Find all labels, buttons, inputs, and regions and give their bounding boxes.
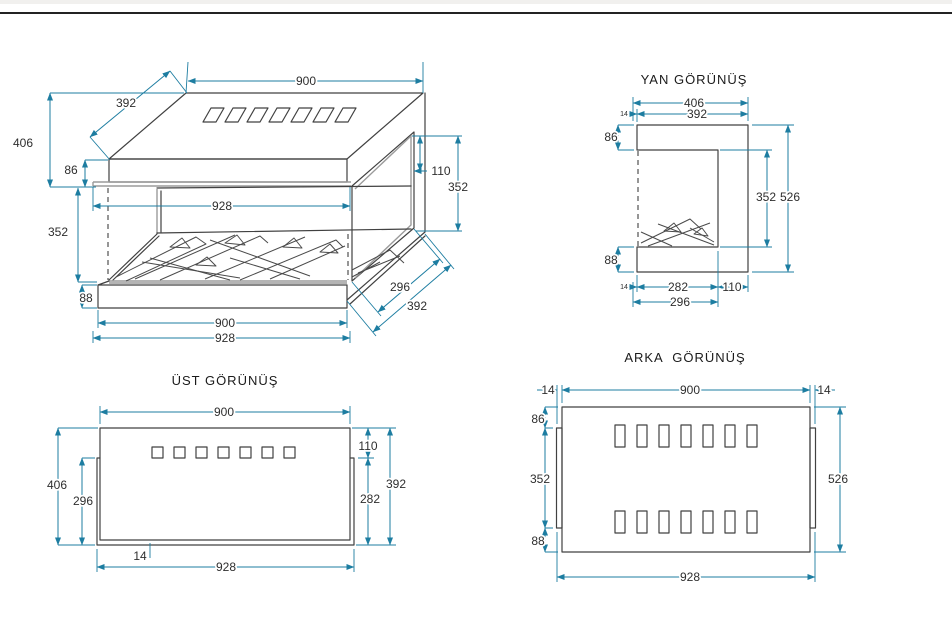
back-dim-extensions: [545, 385, 846, 582]
back-dim-width: 900: [680, 383, 700, 397]
back-view-title: ARKA GÖRÜNÜŞ: [624, 350, 745, 365]
side-dim-lines: [614, 99, 792, 306]
back-dim-outer-width: 928: [680, 570, 700, 584]
side-dim-bottom-inner: 282: [668, 280, 688, 294]
iso-front-band: [108, 158, 348, 183]
iso-dim-side-depth-total: 392: [407, 299, 427, 313]
top-dim-front-band: 110: [358, 439, 377, 453]
iso-right-opening: [351, 131, 415, 282]
top-dim-glass-left: 296: [73, 494, 93, 508]
iso-dim-side-frame-top: 110: [431, 164, 450, 178]
back-dim-top-band: 86: [531, 412, 545, 426]
side-logs: [640, 218, 715, 247]
top-dim-outer-width: 928: [216, 560, 236, 574]
top-view: ÜST GÖRÜNÜŞ: [45, 373, 408, 576]
iso-floor-front-edge: [109, 280, 347, 284]
window-top-strip: [0, 0, 952, 4]
iso-dim-inner-width: 928: [212, 199, 232, 213]
top-dim-depth-total: 406: [47, 478, 67, 492]
side-dim-top-band: 86: [604, 130, 618, 144]
iso-dim-base-height: 88: [79, 291, 93, 305]
isometric-view: 900 392 406 86 352 88 928 110 352 296 39…: [11, 61, 470, 347]
side-dim-opening-height: 352: [756, 190, 776, 204]
side-dim-height-total: 526: [780, 190, 800, 204]
side-dim-bottom-front: 296: [670, 295, 690, 309]
iso-dim-outer-width-bottom: 928: [215, 331, 235, 345]
back-vent-slots-bottom: [614, 510, 758, 534]
back-dim-tab-right: 14: [817, 383, 831, 397]
side-profile: [636, 124, 749, 273]
iso-dim-side-opening-height: 352: [448, 180, 468, 194]
side-dim-front-lip-top: 14: [620, 111, 628, 118]
top-glass-outline: [96, 457, 355, 546]
side-dim-bottom-back: 110: [722, 280, 741, 294]
back-dim-tab-left: 14: [541, 383, 555, 397]
iso-dim-width-bottom: 900: [215, 316, 235, 330]
back-dim-lines: [537, 386, 844, 581]
back-left-tab: [555, 427, 563, 529]
iso-right-glass: [354, 134, 412, 279]
back-dim-height-total: 526: [828, 472, 848, 486]
back-right-tab: [809, 427, 817, 529]
side-view-title: YAN GÖRÜNÜŞ: [641, 72, 748, 87]
iso-backwall-bottom: [156, 228, 412, 234]
back-dim-base: 88: [531, 534, 545, 548]
top-dim-glass-offset: 14: [133, 549, 147, 563]
back-panel-outline: [561, 406, 811, 553]
back-dim-middle: 352: [530, 472, 550, 486]
iso-ceiling-edge: [156, 185, 412, 189]
iso-top-face: [108, 92, 424, 160]
side-dim-depth-total: 406: [684, 96, 704, 110]
side-dim-base-height: 88: [604, 253, 618, 267]
iso-dim-depth-top: 392: [116, 96, 136, 110]
back-vent-slots-top: [614, 424, 758, 448]
side-view: YAN GÖRÜNÜŞ: [603, 72, 803, 311]
top-vent-squares: [151, 446, 296, 459]
top-dim-extensions: [58, 406, 396, 572]
top-rule: [0, 12, 952, 14]
iso-dim-opening-height: 352: [48, 225, 68, 239]
iso-dim-width-top: 900: [296, 74, 316, 88]
back-view: ARKA GÖRÜNÜŞ: [528, 350, 850, 586]
side-dim-depth-body: 392: [687, 107, 707, 121]
iso-dim-lines: [46, 70, 462, 342]
iso-right-frame-bottom: [349, 235, 426, 305]
top-dim-lines: [54, 408, 394, 571]
iso-vent-slots: [202, 107, 357, 123]
iso-dim-top-band: 86: [64, 163, 78, 177]
iso-floor-left-edge: [108, 233, 160, 281]
side-dim-front-lip-bottom: 14: [620, 284, 628, 291]
top-dim-depth-body: 392: [386, 477, 406, 491]
iso-dim-height-total: 406: [13, 136, 33, 150]
iso-dim-extensions: [50, 61, 462, 343]
iso-base-band: [97, 280, 348, 309]
iso-right-frame-outer: [346, 92, 426, 301]
top-dim-width-top: 900: [214, 405, 234, 419]
top-view-title: ÜST GÖRÜNÜŞ: [172, 373, 279, 388]
top-body-outline: [99, 427, 351, 541]
top-dim-glass-right: 282: [360, 492, 380, 506]
iso-dim-side-opening-depth: 296: [390, 280, 410, 294]
iso-glass-shelf: [92, 181, 351, 187]
